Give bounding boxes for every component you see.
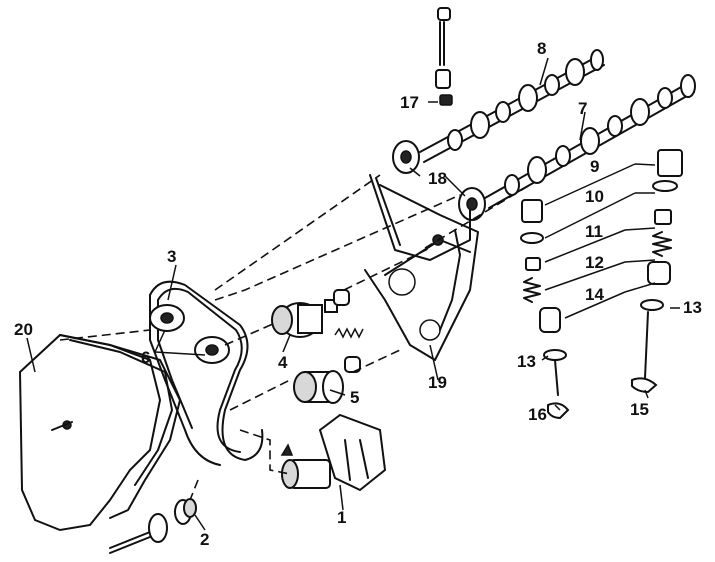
label-15: 15 (630, 400, 649, 419)
label-6: 6 (141, 348, 150, 367)
cam-sprocket-upper (392, 140, 420, 174)
tensioner (271, 289, 364, 339)
crankshaft (280, 413, 387, 492)
idler-sprocket (293, 356, 361, 404)
label-20: 20 (14, 320, 33, 339)
chain-guide-housing (364, 174, 479, 361)
label-14: 14 (585, 285, 604, 304)
callout-labels: 1 2 3 4 5 6 7 8 9 10 11 12 13 13 14 15 1… (14, 39, 702, 549)
label-12: 12 (585, 253, 604, 272)
label-19: 19 (428, 373, 447, 392)
label-9: 9 (590, 157, 599, 176)
label-16: 16 (528, 405, 547, 424)
label-17: 17 (400, 93, 419, 112)
label-13-left: 13 (517, 352, 536, 371)
label-2: 2 (200, 530, 209, 549)
cam-sprocket-lower (458, 187, 486, 221)
sprocket-pair (149, 304, 230, 364)
label-10: 10 (585, 187, 604, 206)
label-1: 1 (337, 508, 346, 527)
label-18: 18 (428, 169, 447, 188)
lifter-assembly (435, 7, 453, 106)
camshaft-lower (484, 74, 696, 209)
label-8: 8 (537, 39, 546, 58)
valve-train-left (520, 199, 570, 420)
assembly-guide-lines (59, 174, 531, 501)
label-3: 3 (167, 247, 176, 266)
camshaft-upper (419, 49, 605, 163)
label-7: 7 (578, 99, 587, 118)
front-cover (18, 333, 181, 532)
label-13-right: 13 (683, 298, 702, 317)
label-5: 5 (350, 388, 359, 407)
crank-pulley-bolt (109, 498, 197, 554)
leader-lines (26, 57, 680, 531)
label-4: 4 (278, 353, 288, 372)
valve-train-right (631, 149, 683, 394)
label-11: 11 (585, 222, 603, 241)
